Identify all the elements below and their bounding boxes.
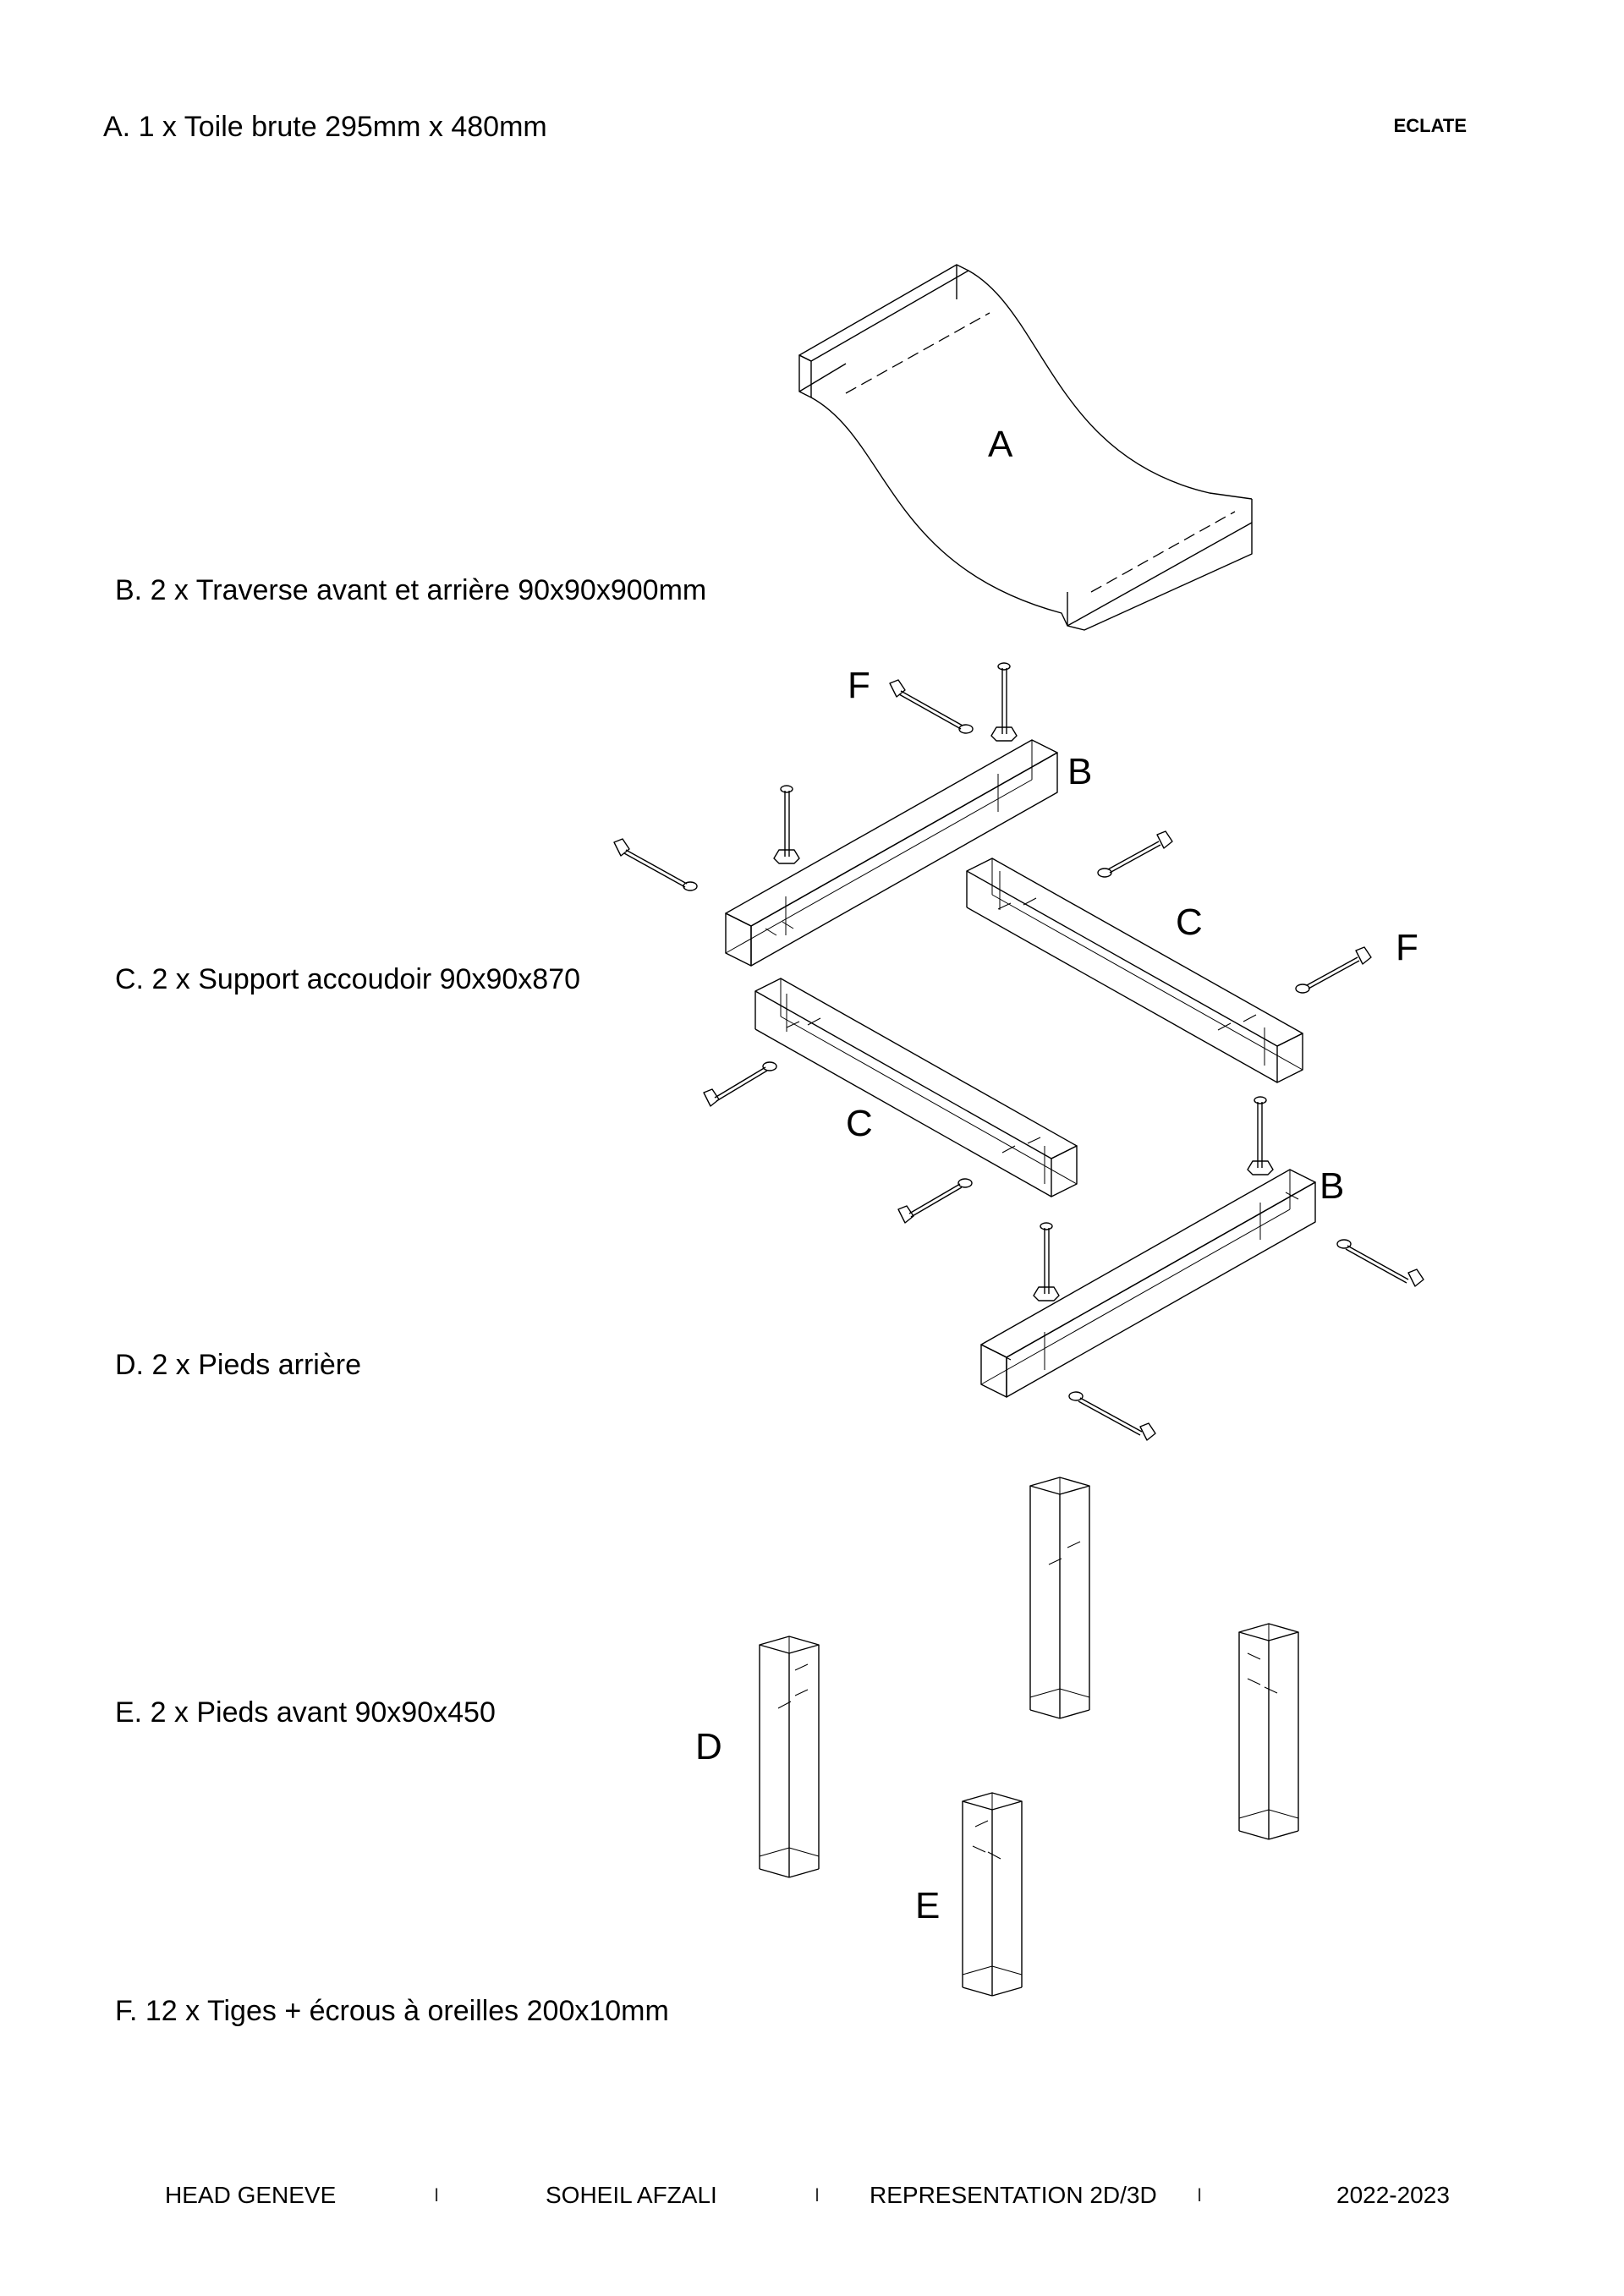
bolt-with-wing-nut-icon (897, 1178, 973, 1224)
bolt-with-wing-nut-icon (1295, 946, 1372, 994)
bolt-with-wing-nut-icon (1097, 830, 1173, 878)
bolt-with-wing-nut-icon (1033, 1222, 1060, 1301)
part-c-armrest-left (754, 978, 1078, 1197)
footer-separator: I (815, 2184, 820, 2206)
bolt-with-wing-nut-icon (773, 785, 800, 864)
callout-d: D (695, 1726, 722, 1767)
part-b-rail-bottom (980, 1169, 1316, 1398)
callout-b-bottom: B (1320, 1165, 1344, 1207)
footer-course: REPRESENTATION 2D/3D (870, 2182, 1157, 2208)
part-e-leg-bottom (962, 1792, 1023, 1997)
bolt-with-wing-nut-icon (703, 1061, 777, 1107)
footer-separator: I (434, 2184, 440, 2206)
bolt-with-wing-nut-icon (1336, 1239, 1424, 1287)
callout-f-right: F (1396, 927, 1418, 968)
part-label-f: F. 12 x Tiges + écrous à oreilles 200x10… (115, 1995, 669, 2027)
bolt-with-wing-nut-icon (889, 679, 974, 734)
footer-author: SOHEIL AFZALI (546, 2182, 717, 2208)
part-label-d: D. 2 x Pieds arrière (115, 1349, 361, 1381)
callout-e: E (915, 1885, 940, 1926)
page-tag: ECLATE (1393, 115, 1467, 136)
part-b-rail-top (725, 739, 1058, 967)
footer-year: 2022-2023 (1336, 2182, 1450, 2208)
footer-separator: I (1197, 2184, 1203, 2206)
part-label-b: B. 2 x Traverse avant et arrière 90x90x9… (115, 574, 707, 606)
bolt-with-wing-nut-icon (990, 662, 1018, 742)
part-d-leg-right (1238, 1623, 1299, 1840)
callout-c-left: C (846, 1103, 873, 1144)
bolt-with-wing-nut-icon (1068, 1391, 1156, 1441)
part-label-e: E. 2 x Pieds avant 90x90x450 (115, 1696, 496, 1729)
part-label-a: A. 1 x Toile brute 295mm x 480mm (103, 111, 547, 143)
part-c-armrest-right (966, 858, 1303, 1083)
part-d-leg-left (759, 1636, 820, 1878)
callout-a: A (988, 424, 1013, 465)
part-a-canvas (798, 264, 1253, 631)
callout-b-top: B (1067, 751, 1092, 792)
footer: HEAD GENEVE I SOHEIL AFZALI I REPRESENTA… (0, 2182, 1624, 2216)
callout-c-right: C (1176, 901, 1203, 943)
bolt-with-wing-nut-icon (1247, 1096, 1274, 1175)
footer-school: HEAD GENEVE (165, 2182, 337, 2208)
part-label-c: C. 2 x Support accoudoir 90x90x870 (115, 963, 581, 995)
part-f-rods (613, 662, 1424, 1441)
callout-f-top: F (848, 665, 870, 706)
bolt-with-wing-nut-icon (613, 838, 698, 891)
part-e-leg-top (1029, 1477, 1090, 1719)
